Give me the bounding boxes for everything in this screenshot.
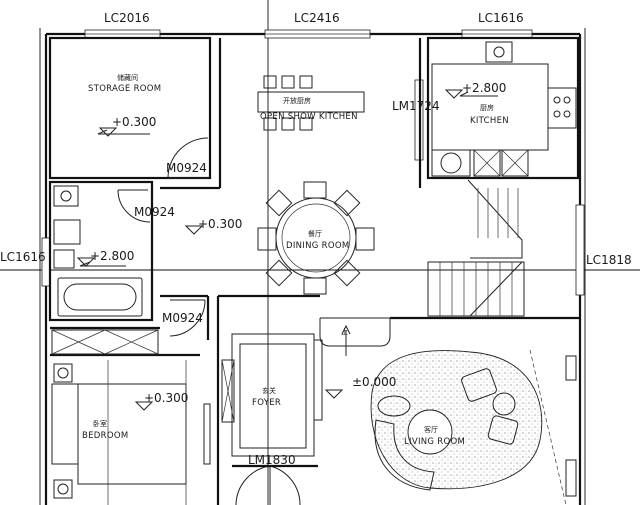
- staircase: [427, 179, 525, 317]
- door-label-m0924-b: M0924: [134, 205, 175, 219]
- door-swing-bedroom: [169, 299, 206, 337]
- window-lc1818: [575, 204, 585, 296]
- level-markers: [76, 89, 464, 411]
- level-living: ±0.000: [352, 375, 396, 389]
- level-storage: +0.300: [112, 115, 156, 129]
- bedroom-wardrobe: [51, 329, 159, 355]
- window-lc1616-top: [461, 29, 533, 39]
- window-lc2416: [264, 29, 371, 39]
- room-cjk-bedroom: 卧室: [93, 419, 107, 428]
- level-bath: +2.800: [90, 249, 134, 263]
- window-lc2016: [84, 29, 161, 39]
- bedroom-furniture: [51, 360, 211, 505]
- window-label-lc2416: LC2416: [294, 11, 340, 25]
- window-label-lc1818: LC1818: [586, 253, 632, 267]
- room-cjk-kitchen: 厨房: [480, 103, 494, 112]
- room-cjk-storage: 储藏间: [117, 73, 138, 82]
- window-label-lc2016: LC2016: [104, 11, 150, 25]
- door-label-m0924-c: M0924: [162, 311, 203, 325]
- living-room-rug: [370, 349, 577, 505]
- level-kitchen: +2.800: [462, 81, 506, 95]
- room-cjk-foyer: 玄关: [262, 386, 276, 395]
- stair-up-marker: [341, 324, 351, 356]
- open-show-kitchen-area: [210, 38, 422, 190]
- level-bedroom: +0.300: [144, 391, 188, 405]
- door-swing-bath: [117, 189, 151, 223]
- window-label-lc1616-top: LC1616: [478, 11, 524, 25]
- storage-room: [48, 36, 212, 180]
- room-label-storage: STORAGE ROOM: [88, 84, 161, 94]
- kitchen-room: [426, 36, 580, 180]
- foyer-room: [221, 333, 323, 505]
- room-label-open-show-kitchen: OPEN SHOW KITCHEN: [260, 112, 358, 122]
- window-label-lm1724: LM1724: [392, 99, 440, 113]
- door-swing-storage: [167, 137, 209, 179]
- room-cjk-open-kitchen: 开放厨房: [283, 96, 311, 105]
- bathroom: [48, 180, 154, 322]
- door-label-m0924-a: M0924: [166, 161, 207, 175]
- room-cjk-dining: 餐厅: [308, 229, 322, 238]
- room-label-foyer: FOYER: [252, 398, 281, 408]
- level-hall: +0.300: [198, 217, 242, 231]
- room-label-living: LIVING ROOM: [404, 437, 465, 447]
- room-label-bedroom: BEDROOM: [82, 431, 128, 441]
- dining-table: [257, 181, 375, 295]
- room-label-dining: DINING ROOM: [286, 241, 350, 251]
- room-cjk-living: 客厅: [424, 425, 438, 434]
- stair-up-label: 上: [341, 327, 348, 336]
- window-label-lm1830: LM1830: [248, 453, 296, 467]
- room-label-kitchen: KITCHEN: [470, 116, 509, 126]
- window-label-lc1616-left: LC1616: [0, 250, 46, 264]
